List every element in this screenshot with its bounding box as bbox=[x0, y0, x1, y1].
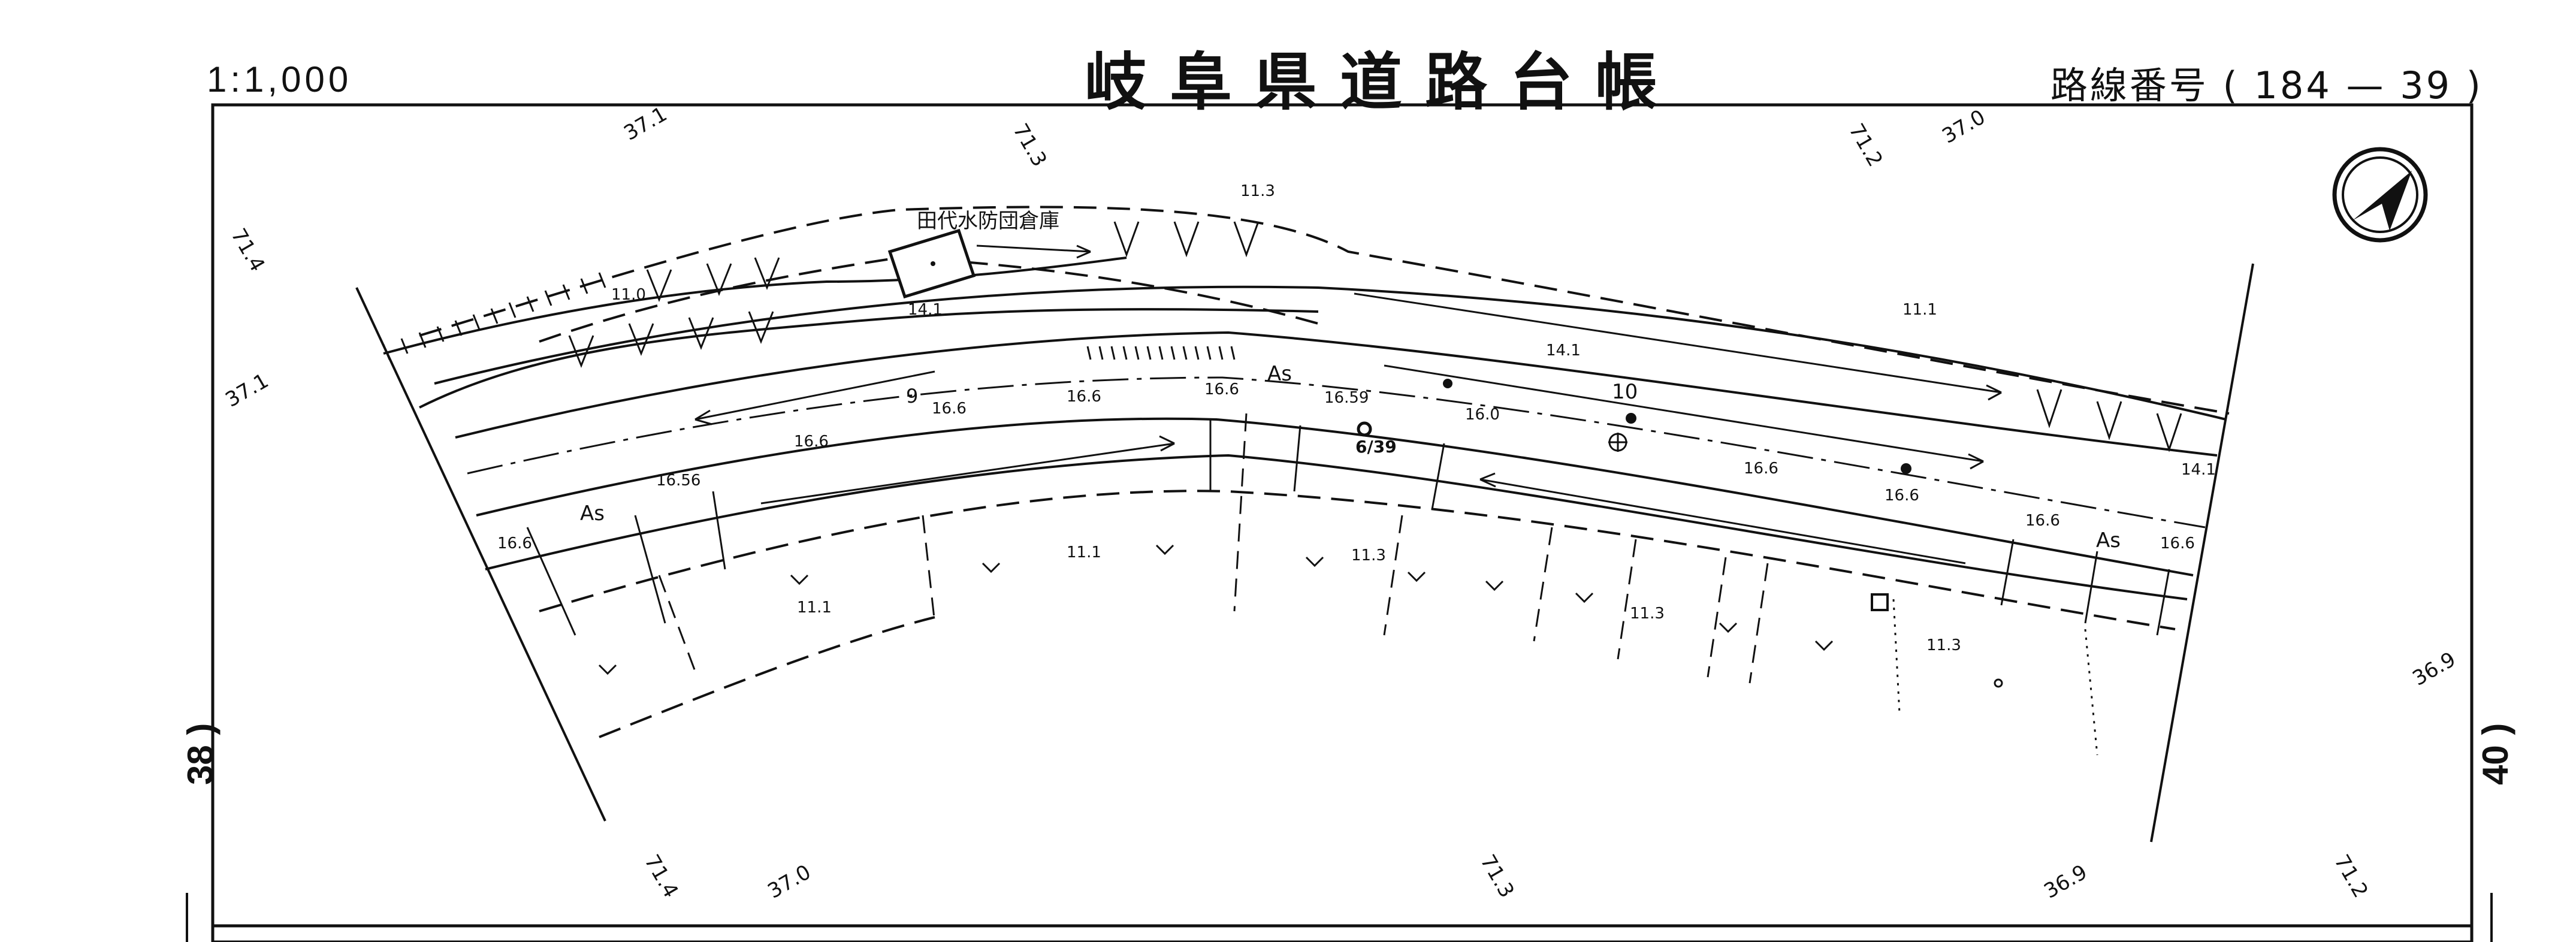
manhole-icon bbox=[1443, 379, 1452, 388]
elevation-label: 16.6 bbox=[2160, 535, 2195, 552]
elevation-label: 11.0 bbox=[611, 286, 646, 304]
section-boundary-left bbox=[355, 287, 606, 822]
building-label: 田代水防団倉庫 bbox=[917, 209, 1059, 233]
elevation-label: 16.56 bbox=[656, 472, 700, 490]
toe-line-1 bbox=[922, 515, 936, 624]
section-boundary-right bbox=[2150, 263, 2254, 843]
grid-label: 71.2 bbox=[2329, 851, 2372, 902]
square-marker-icon bbox=[1871, 593, 1889, 611]
toe-line-3 bbox=[1383, 515, 1403, 636]
road-edge-north-outer bbox=[434, 285, 2227, 421]
grid-label: 71.3 bbox=[1008, 120, 1051, 171]
slope-hatch-1 bbox=[382, 272, 606, 360]
elevation-label: 16.6 bbox=[1885, 487, 1919, 505]
toe-line-5 bbox=[1617, 539, 1637, 660]
point-number-label: 9 bbox=[906, 385, 918, 407]
elevation-label: 16.6 bbox=[794, 433, 829, 451]
elevation-label: 14.1 bbox=[1546, 342, 1581, 360]
dashed-boundary-lower bbox=[599, 616, 935, 738]
elevation-label: 16.6 bbox=[2025, 512, 2060, 530]
slope-hatch-2 bbox=[1086, 346, 1236, 360]
map-scale: 1:1,000 bbox=[207, 59, 352, 99]
manhole-icon bbox=[1901, 463, 1911, 474]
elevation-label: 11.1 bbox=[797, 599, 832, 617]
elevation-label: 11.3 bbox=[1351, 547, 1386, 564]
embankment-legs bbox=[526, 419, 2170, 636]
map-frame bbox=[211, 103, 2474, 942]
elevation-label: 16.6 bbox=[1067, 388, 1101, 406]
slope-triangles bbox=[568, 221, 2182, 452]
direction-arrow-2 bbox=[760, 435, 1175, 505]
contour-label: 36.9 bbox=[2409, 647, 2460, 690]
dotted-line-2 bbox=[2084, 629, 2098, 756]
elevation-label: 16.59 bbox=[1324, 389, 1369, 407]
toe-line-8 bbox=[658, 575, 696, 672]
route-number-label: 路線番号 bbox=[2050, 64, 2209, 107]
marker-label: 6/39 bbox=[1355, 437, 1397, 457]
road-centerline bbox=[467, 376, 2206, 529]
surface-label-as: As bbox=[2096, 529, 2121, 552]
dotted-line-1 bbox=[1892, 599, 1901, 714]
toe-line-4 bbox=[1533, 527, 1553, 642]
direction-arrow-1 bbox=[694, 370, 935, 425]
point-number-label: 10 bbox=[1612, 380, 1638, 404]
ramp-lower bbox=[419, 308, 1319, 409]
road-edge-south bbox=[476, 417, 2194, 576]
contour-label: 37.1 bbox=[620, 102, 672, 145]
manhole-icon bbox=[1626, 413, 1636, 424]
small-circle-icon bbox=[1994, 678, 2003, 688]
route-number-value: ( 184 — 39 ) bbox=[2222, 64, 2483, 107]
toe-line-2 bbox=[1233, 413, 1248, 612]
grid-label: 71.4 bbox=[226, 225, 269, 276]
elevation-label: 14.1 bbox=[908, 301, 943, 319]
elevation-label: 16.6 bbox=[1204, 381, 1239, 398]
contour-label: 36.9 bbox=[2040, 860, 2092, 903]
elevation-label: 11.3 bbox=[1630, 605, 1665, 623]
surface-label-as: As bbox=[580, 502, 605, 526]
marker-circle-icon bbox=[1357, 421, 1372, 437]
ramp-upper bbox=[383, 256, 1127, 355]
survey-point-icon bbox=[1608, 433, 1627, 452]
elevation-label: 16.6 bbox=[1744, 460, 1778, 478]
direction-arrow-3 bbox=[1354, 292, 2002, 401]
dashed-boundary-south bbox=[539, 490, 2176, 630]
elevation-label: 16.6 bbox=[932, 400, 967, 418]
direction-arrow-4 bbox=[1384, 364, 1984, 470]
grass-symbols bbox=[598, 544, 1834, 675]
elevation-label: 11.1 bbox=[1902, 301, 1937, 319]
dashed-boundary-north bbox=[419, 206, 2230, 415]
surface-label-as: As bbox=[1267, 362, 1292, 386]
road-edge-north-inner bbox=[455, 331, 2218, 457]
road-edge-south-outer bbox=[485, 454, 2188, 600]
toe-line-6 bbox=[1707, 557, 1727, 678]
grid-label: 71.3 bbox=[1475, 851, 1518, 902]
elevation-label: 14.1 bbox=[2181, 461, 2216, 479]
grid-label: 71.2 bbox=[1844, 120, 1887, 171]
warehouse-building-icon bbox=[887, 228, 976, 299]
elevation-label: 16.6 bbox=[497, 535, 532, 552]
elevation-label: 11.1 bbox=[1067, 544, 1101, 561]
toe-line-7 bbox=[1748, 563, 1769, 684]
route-number-block: 路線番号 ( 184 — 39 ) bbox=[2050, 55, 2483, 109]
elevation-label: 11.3 bbox=[1240, 182, 1275, 200]
contour-label: 37.0 bbox=[1938, 105, 1990, 148]
contour-label: 37.1 bbox=[222, 369, 273, 412]
grid-label: 71.4 bbox=[639, 851, 682, 902]
page-title: 岐阜県道路台帳 bbox=[1085, 46, 1681, 119]
direction-arrow-6 bbox=[976, 244, 1091, 259]
elevation-label: 11.3 bbox=[1926, 636, 1961, 654]
elevation-label: 16.0 bbox=[1465, 406, 1500, 424]
contour-label: 37.0 bbox=[764, 860, 816, 903]
north-arrow-icon bbox=[2332, 147, 2428, 243]
direction-arrow-5 bbox=[1479, 472, 1966, 564]
